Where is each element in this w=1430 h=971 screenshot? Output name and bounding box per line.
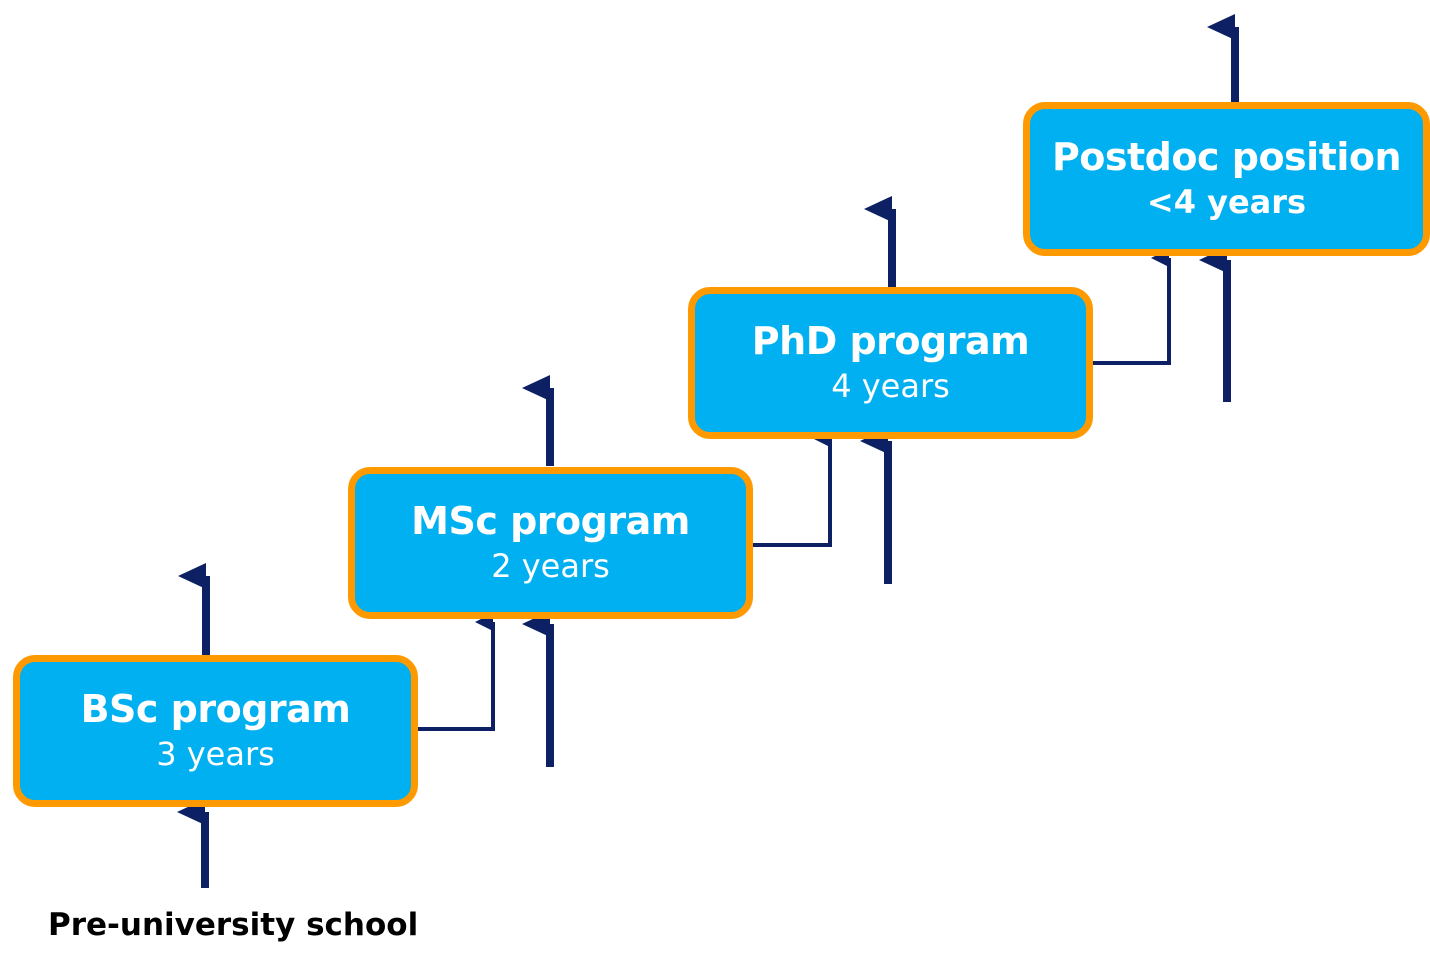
bsc-to-msc-connector xyxy=(418,613,495,731)
phd-to-postdoc-connector xyxy=(1093,249,1171,365)
bsc-program-title: BSc program xyxy=(80,687,351,731)
msc-program-duration: 2 years xyxy=(491,547,610,585)
bsc-program-duration: 3 years xyxy=(156,735,275,773)
postdoc-position-box: Postdoc position <4 years xyxy=(1023,102,1430,256)
msc-program-box: MSc program 2 years xyxy=(348,467,753,619)
postdoc-position-title: Postdoc position xyxy=(1051,135,1402,179)
postdoc-position-duration: <4 years xyxy=(1146,183,1307,221)
msc-program-title: MSc program xyxy=(411,499,690,543)
phd-program-title: PhD program xyxy=(751,319,1030,363)
phd-program-duration: 4 years xyxy=(831,367,950,405)
phd-program-box: PhD program 4 years xyxy=(688,287,1093,439)
pre-university-school-label: Pre-university school xyxy=(48,907,419,943)
msc-to-phd-connector xyxy=(753,429,832,547)
bsc-program-box: BSc program 3 years xyxy=(13,655,418,807)
